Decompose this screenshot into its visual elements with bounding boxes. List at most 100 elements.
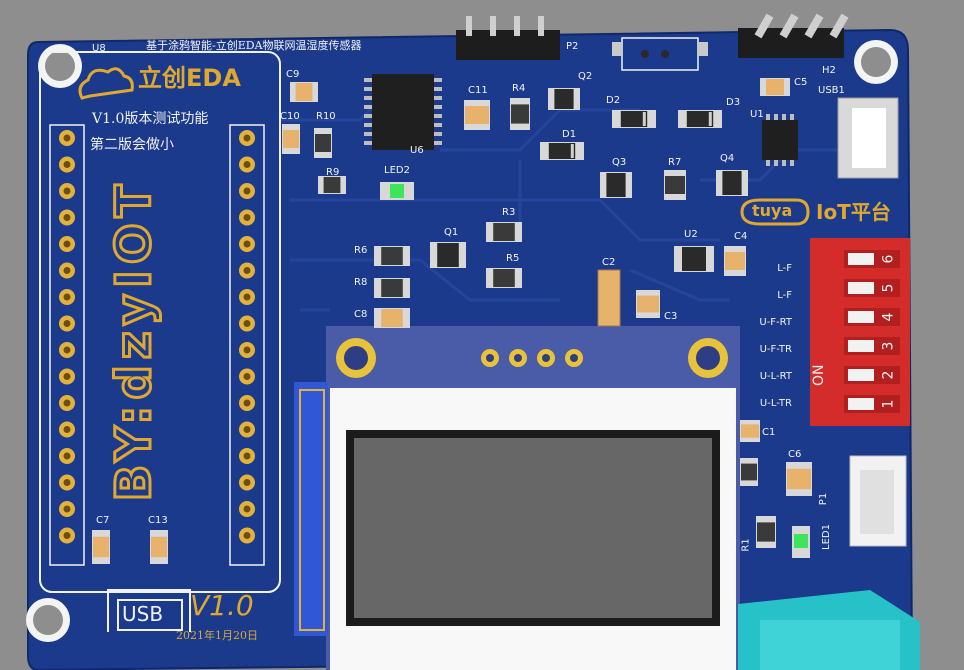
label-c9: C9 xyxy=(286,69,300,80)
label-q1: Q1 xyxy=(444,227,459,238)
dip-number: 1 xyxy=(880,399,897,409)
switch-footprint xyxy=(612,37,708,71)
label-d1: D1 xyxy=(562,129,577,140)
label-r4: R4 xyxy=(512,83,526,94)
label-c8: C8 xyxy=(354,309,368,320)
dip-switch xyxy=(810,238,910,426)
label-r9: R9 xyxy=(326,167,340,178)
usb-outline xyxy=(107,589,191,632)
mounting-holes xyxy=(26,40,898,642)
transistor xyxy=(548,88,580,110)
dip-signal-label: U-F-RT xyxy=(759,317,792,328)
version-label: V1.0 xyxy=(190,589,254,622)
label-p1: P1 xyxy=(818,492,830,506)
led2 xyxy=(380,182,414,200)
chip-u6 xyxy=(364,74,442,150)
dip-number: 6 xyxy=(880,254,897,264)
tuya-logo xyxy=(740,198,810,226)
usb1-connector xyxy=(837,97,899,179)
cloud-logo-icon xyxy=(78,67,134,100)
resistor xyxy=(756,516,776,548)
header-p2 xyxy=(456,16,560,60)
led1 xyxy=(792,526,810,558)
module-logo: 立创EDA xyxy=(138,64,241,92)
pin-header-left xyxy=(59,130,75,544)
diode xyxy=(612,110,656,128)
resistor xyxy=(486,222,522,242)
capacitor xyxy=(760,78,790,96)
label-c2: C2 xyxy=(602,257,616,268)
label-p2: P2 xyxy=(566,41,579,52)
label-q4: Q4 xyxy=(720,153,735,164)
capacitor xyxy=(724,246,746,276)
label-c11: C11 xyxy=(468,85,488,96)
dip-signal-label: U-L-RT xyxy=(759,371,792,382)
label-r8: R8 xyxy=(354,277,368,288)
label-r10: R10 xyxy=(316,111,336,122)
header-h2 xyxy=(738,13,849,58)
label-d2: D2 xyxy=(606,95,621,106)
label-q3: Q3 xyxy=(612,157,627,168)
pin-header-left-outline xyxy=(49,124,85,566)
label-c3: C3 xyxy=(664,311,678,322)
dip-signal-label: U-L-TR xyxy=(759,398,792,409)
label-h2: H2 xyxy=(822,65,836,76)
dip-signal-label: L-F xyxy=(777,290,792,301)
capacitor xyxy=(282,124,300,154)
oled-display xyxy=(326,326,740,670)
label-c13: C13 xyxy=(148,515,168,526)
label-r3: R3 xyxy=(502,207,516,218)
label-c7: C7 xyxy=(96,515,110,526)
label-u6: U6 xyxy=(410,145,424,156)
transistor xyxy=(430,242,466,268)
label-c1: C1 xyxy=(762,427,776,438)
resistor xyxy=(740,458,758,486)
side-module xyxy=(294,382,328,636)
resistor xyxy=(314,128,332,158)
chip-u1 xyxy=(762,114,798,166)
dht-sensor xyxy=(738,590,920,670)
passive-components xyxy=(92,78,812,564)
label-c4: C4 xyxy=(734,231,748,242)
usb-label-box xyxy=(117,599,183,631)
label-led1: LED1 xyxy=(820,524,832,550)
resistor xyxy=(510,98,530,130)
capacitor xyxy=(464,100,490,130)
pin-header-right-outline xyxy=(229,124,265,566)
version-note-2: 第二版会做小 xyxy=(90,137,174,153)
label-d3: D3 xyxy=(726,97,741,108)
pin-header-right xyxy=(239,130,255,544)
diode xyxy=(540,142,584,160)
capacitor xyxy=(150,530,168,564)
dip-number: 4 xyxy=(880,312,897,322)
transistor xyxy=(600,172,632,198)
label-u1: U1 xyxy=(750,109,764,120)
label-r6: R6 xyxy=(354,245,368,256)
svg-text:BY:dzyIOT: BY:dzyIOT xyxy=(106,179,162,502)
signature-graphic: BY:dzyIOT xyxy=(105,177,164,503)
resistor xyxy=(664,170,686,200)
resistor xyxy=(374,246,410,266)
date-label: 2021年1月20日 xyxy=(176,629,258,642)
u8-module-outline xyxy=(39,51,281,593)
dip-on-label: ON xyxy=(811,364,827,387)
transistor xyxy=(716,170,748,196)
resistor xyxy=(318,176,346,194)
transistor xyxy=(674,246,714,272)
dip-number: 2 xyxy=(880,370,897,380)
label-c6: C6 xyxy=(788,449,802,460)
label-led2: LED2 xyxy=(384,165,410,176)
diode xyxy=(678,110,722,128)
label-r5: R5 xyxy=(506,253,520,264)
label-q2: Q2 xyxy=(578,71,593,82)
capacitor xyxy=(636,290,660,318)
connector-p1 xyxy=(849,455,907,547)
capacitor xyxy=(740,420,760,442)
dip-number: 5 xyxy=(880,283,897,293)
capacitor-c2 xyxy=(597,269,621,327)
label-c10: C10 xyxy=(280,111,300,122)
capacitor xyxy=(786,462,812,496)
resistor xyxy=(374,278,410,298)
